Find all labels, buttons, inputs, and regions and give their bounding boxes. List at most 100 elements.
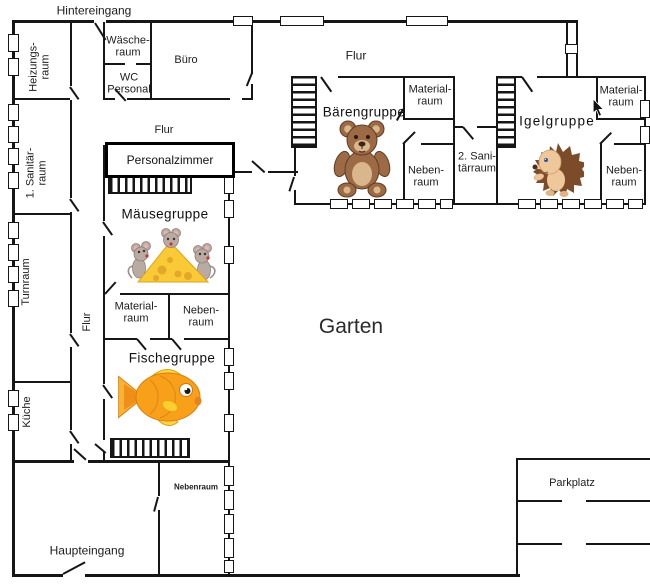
wall-segment — [85, 574, 520, 577]
door-marker — [73, 448, 87, 461]
wall-segment — [453, 76, 455, 205]
window-symbol — [440, 199, 453, 209]
wall-segment — [294, 203, 646, 205]
wall-segment — [103, 22, 105, 100]
wall-segment — [453, 126, 463, 128]
wall-segment — [103, 399, 105, 440]
window-symbol — [8, 172, 19, 189]
wall-segment — [516, 543, 562, 545]
wall-segment — [228, 171, 230, 462]
wall-segment — [12, 98, 70, 100]
wall-segment — [12, 20, 15, 464]
door-marker — [171, 338, 182, 351]
wall-segment — [70, 444, 72, 462]
door-marker — [62, 561, 86, 575]
window-symbol — [8, 414, 19, 431]
label-hintereingang: Hintereingang — [56, 3, 132, 18]
window-symbol — [8, 222, 19, 239]
wall-segment — [136, 63, 152, 65]
wall-segment — [338, 76, 455, 78]
wall-segment — [596, 78, 598, 118]
label-nebenraum-baeren: Neben- raum — [407, 164, 445, 189]
wall-segment — [600, 143, 602, 205]
window-symbol — [8, 34, 19, 52]
label-flur-top: Flur — [345, 48, 367, 63]
wall-segment — [12, 381, 70, 383]
teddy-bear-icon — [333, 118, 391, 203]
window-symbol — [640, 126, 650, 144]
wall-segment — [127, 98, 230, 100]
wall-segment — [516, 500, 562, 502]
wall-segment — [88, 460, 230, 463]
window-symbol — [224, 372, 234, 390]
stairs-baerengruppe — [291, 76, 317, 148]
wall-segment — [251, 84, 253, 100]
goldfish-icon — [117, 364, 202, 435]
window-symbol — [224, 560, 234, 573]
window-symbol — [374, 199, 392, 209]
label-nebenraum-links: Neben- raum — [182, 304, 220, 329]
wall-segment — [537, 76, 646, 78]
label-haupteingang: Haupteingang — [49, 543, 125, 558]
door-marker — [69, 333, 80, 347]
label-kueche: Küche — [20, 396, 33, 428]
cursor-icon — [592, 98, 605, 123]
wall-segment — [516, 458, 518, 577]
window-symbol — [8, 126, 19, 143]
window-symbol — [330, 199, 348, 209]
label-materialraum-igel: Material- raum — [599, 84, 643, 109]
door-marker — [69, 86, 80, 100]
label-nebenraum-unten: Nebenraum — [173, 482, 219, 492]
window-symbol — [396, 199, 414, 209]
wall-segment — [12, 460, 74, 463]
window-symbol — [606, 199, 624, 209]
wall-segment — [242, 98, 253, 100]
wall-segment — [294, 190, 296, 205]
label-materialraum-links: Material- raum — [114, 300, 158, 325]
window-symbol — [352, 199, 370, 209]
label-baerengruppe: Bärengruppe — [322, 104, 406, 120]
label-garten: Garten — [318, 315, 384, 339]
label-nebenraum-igel: Neben- raum — [605, 164, 643, 189]
label-fischegruppe: Fischegruppe — [128, 350, 216, 366]
door-marker — [102, 221, 113, 236]
door-marker — [251, 160, 266, 174]
window-symbol — [8, 290, 19, 307]
wall-segment — [103, 63, 125, 65]
window-symbol — [224, 176, 234, 194]
wall-segment — [586, 500, 650, 502]
wall-segment — [12, 574, 63, 577]
wall-segment — [120, 293, 230, 295]
window-symbol — [584, 199, 602, 209]
wall-segment — [403, 143, 405, 205]
wall-segment — [12, 213, 70, 215]
door-marker — [69, 198, 80, 212]
window-symbol — [562, 199, 580, 209]
window-symbol — [224, 466, 234, 486]
wall-segment — [103, 98, 115, 100]
wall-segment — [103, 452, 105, 462]
label-materialraum-baeren: Material- raum — [408, 83, 452, 108]
wall-segment — [12, 20, 94, 23]
label-flur-vertical: Flur — [80, 312, 93, 332]
label-heizungsraum: Heizungs- raum — [27, 42, 52, 92]
window-symbol — [280, 16, 324, 26]
window-symbol — [418, 199, 436, 209]
label-turnraum: Turnraum — [19, 258, 32, 306]
label-waescheraum: Wäsche- raum — [106, 34, 150, 59]
wall-segment — [158, 462, 160, 496]
window-symbol — [224, 246, 234, 264]
stairs-fischegruppe — [110, 438, 190, 458]
door-marker — [104, 281, 117, 295]
door-marker — [402, 131, 416, 145]
wall-segment — [106, 20, 578, 23]
wall-segment — [150, 338, 172, 340]
stairs-igelgruppe — [496, 76, 516, 148]
window-symbol — [628, 199, 643, 209]
wall-segment — [496, 126, 498, 148]
door-marker — [320, 76, 333, 93]
wall-segment — [70, 347, 72, 430]
label-wc-personal: WC Personal — [107, 71, 151, 96]
window-symbol — [224, 414, 234, 432]
